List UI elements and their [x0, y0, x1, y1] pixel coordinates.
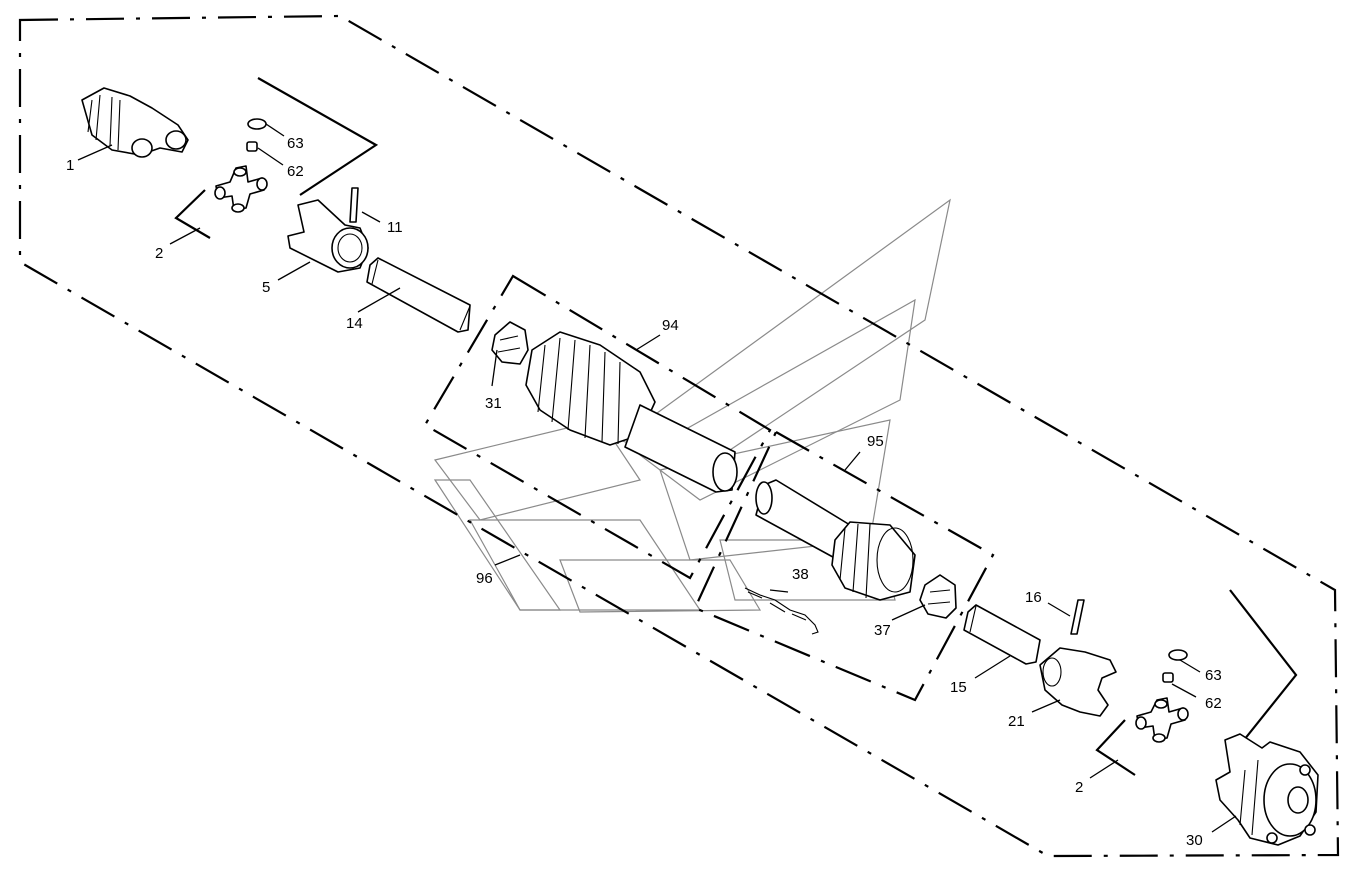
part-62-63-cross-kit-bottom: [1135, 649, 1189, 743]
label-95: 95: [867, 433, 884, 450]
label-21: 21: [1008, 713, 1025, 730]
label-14: 14: [346, 315, 363, 332]
part-62-63-cross-kit-top: [214, 118, 268, 213]
label-96: 96: [476, 570, 493, 587]
tube-section-box-95: [693, 430, 995, 702]
label-94: 94: [662, 317, 679, 334]
part-31-bearing-ring: [491, 321, 529, 365]
part-11-spring-pin: [349, 187, 359, 223]
cross-kit-box-bottom: [1095, 589, 1298, 776]
outer-frame: [18, 14, 1340, 858]
label-15: 15: [950, 679, 967, 696]
part-38-safety-chain: [744, 587, 819, 635]
label-2-bottom: 2: [1075, 779, 1083, 796]
part-5-yoke: [287, 199, 369, 273]
label-62-bottom: 62: [1205, 695, 1222, 712]
part-94-guard-half: [525, 331, 738, 493]
part-15-profile-tube: [963, 604, 1041, 665]
label-38: 38: [792, 566, 809, 583]
label-11: 11: [387, 219, 403, 236]
part-14-profile-tube: [366, 257, 471, 333]
cross-kit-box-top: [174, 77, 379, 239]
label-2-top: 2: [155, 245, 163, 262]
part-16-spring-pin: [1070, 599, 1085, 635]
label-30: 30: [1186, 832, 1203, 849]
part-95-guard-half: [755, 479, 916, 601]
label-1: 1: [66, 157, 74, 174]
part-1-cv-yoke: [81, 87, 189, 158]
part-labels: 1 2 63 62 5 11 14 31 94 95 96 38 37 16 1…: [66, 135, 1222, 849]
label-5: 5: [262, 279, 270, 296]
part-30-friction-clutch: [1215, 733, 1319, 846]
label-62-top: 62: [287, 163, 304, 180]
label-16: 16: [1025, 589, 1042, 606]
part-37-bearing-ring: [919, 574, 957, 619]
part-21-yoke: [1039, 647, 1117, 717]
label-37: 37: [874, 622, 891, 639]
leader-lines: [77, 123, 1237, 833]
label-63-top: 63: [287, 135, 304, 152]
tube-section-box-94: [423, 274, 772, 580]
label-31: 31: [485, 395, 502, 412]
label-63-bottom: 63: [1205, 667, 1222, 684]
